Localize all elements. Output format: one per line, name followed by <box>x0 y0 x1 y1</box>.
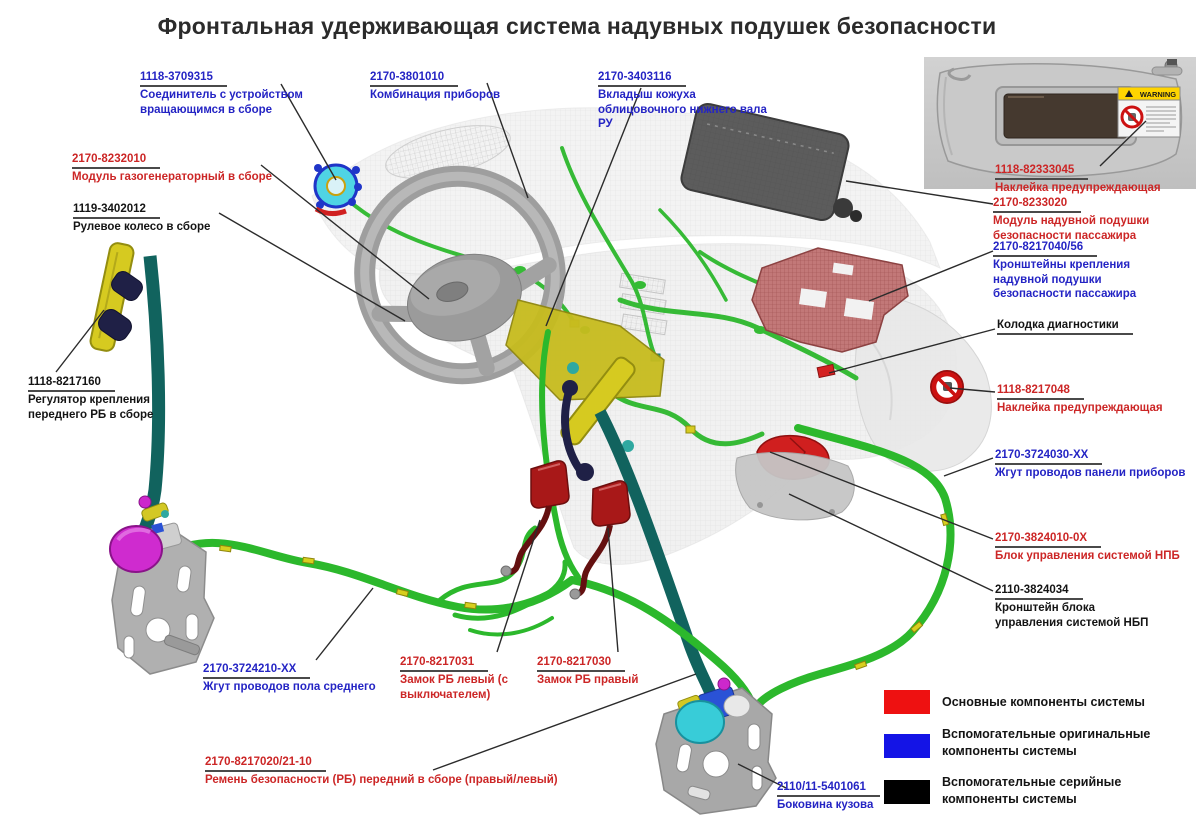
part-description: Кронштейны крепления надувной подушки бе… <box>993 259 1137 301</box>
callout-front-seat-belt: 2170-8217020/21-10 Ремень безопасности (… <box>205 755 558 788</box>
part-description: Модуль надувной подушки безопасности пас… <box>993 215 1150 242</box>
warning-sticker: WARNING <box>1117 86 1181 138</box>
part-number: 2170-3724030-ХХ <box>995 448 1103 466</box>
visor-mount <box>1151 59 1183 76</box>
callout-floor-harness: 2170-3724210-ХХ Жгут проводов пола средн… <box>203 662 376 695</box>
part-number: 2170-3824010-0Х <box>995 531 1102 549</box>
legend-label: Вспомогательные оригинальные компоненты … <box>942 727 1151 758</box>
part-number: 2170-8217040/56 <box>993 240 1098 258</box>
callout-rotary-connector: 1118-3709315 Соединитель с устройством в… <box>140 70 308 117</box>
callout-passenger-airbag-brackets: 2170-8217040/56 Кронштейны крепления над… <box>993 240 1183 302</box>
part-number: 2170-8217031 <box>400 655 489 673</box>
steering-emblem <box>436 281 469 302</box>
part-description: Вкладыш кожуха облицовочного нижнего вал… <box>598 89 767 131</box>
part-number: 2170-8217020/21-10 <box>205 755 326 773</box>
callout-passenger-airbag-module: 2170-8233020 Модуль надувной подушки без… <box>993 196 1168 243</box>
rotary-connector <box>313 163 362 217</box>
part-description: Регулятор крепления переднего РБ в сборе <box>28 394 154 421</box>
belt-retractor-right <box>675 677 751 744</box>
part-number: 1118-8217048 <box>997 383 1084 401</box>
part-number: 1118-3709315 <box>140 70 227 88</box>
page-title: Фронтальная удерживающая система надувны… <box>157 13 997 39</box>
part-number: 2170-8232010 <box>72 152 161 170</box>
leader-lines <box>55 82 1147 789</box>
part-description: Боковина кузова <box>777 799 874 812</box>
diagnostic-connector <box>816 363 836 379</box>
part-number: 2170-3801010 <box>370 70 459 88</box>
part-description: Блок управления системой НПБ <box>995 550 1180 563</box>
legend-swatch-red <box>884 690 930 714</box>
part-number: Колодка диагностики <box>997 318 1133 336</box>
part-description: Жгут проводов панели приборов <box>995 467 1186 480</box>
legend-label: Основные компоненты системы <box>942 695 1145 709</box>
warning-triangle-icon <box>1125 90 1133 97</box>
part-description: Комбинация приборов <box>370 89 501 102</box>
part-number: 2170-8233020 <box>993 196 1082 214</box>
part-number: 2170-3724210-ХХ <box>203 662 311 680</box>
sun-visor-art: WARNING <box>936 59 1183 178</box>
warning-sticker-title: WARNING <box>1140 90 1176 99</box>
callout-visor-warning-sticker: 1118-82333045 Наклейка предупреждающая <box>995 163 1161 196</box>
callout-column-shroud-insert: 2170-3403116 Вкладыш кожуха облицовочног… <box>598 70 780 132</box>
sun-visor-photo: WARNING <box>924 57 1196 189</box>
dash-side-panel <box>854 295 992 472</box>
legend-swatch-blue <box>884 734 930 758</box>
part-description: Кронштейн блока управления системой НБП <box>995 602 1149 629</box>
callout-gas-generator-module: 2170-8232010 Модуль газогенераторный в с… <box>72 152 272 185</box>
belt-height-adjuster-left <box>89 242 143 352</box>
callout-belt-lock-right: 2170-8217030 Замок РБ правый <box>537 655 638 688</box>
part-number: 2110/11-5401061 <box>777 780 880 798</box>
part-number: 2110-3824034 <box>995 583 1083 601</box>
callout-srs-control-unit: 2170-3824010-0Х Блок управления системой… <box>995 531 1180 564</box>
callout-diagnostic-connector: Колодка диагностики <box>997 318 1133 336</box>
part-number: 1118-82333045 <box>995 163 1089 181</box>
callout-srs-ecu-bracket: 2110-3824034 Кронштейн блока управления … <box>995 583 1160 630</box>
steering-wheel <box>354 165 566 385</box>
part-description: Наклейка предупреждающая <box>995 182 1161 195</box>
callout-instrument-cluster: 2170-3801010 Комбинация приборов <box>370 70 500 103</box>
seat-belt-right <box>594 409 716 695</box>
callout-belt-height-adjuster: 1118-8217160 Регулятор крепления передне… <box>28 375 163 422</box>
callout-ip-harness: 2170-3724030-ХХ Жгут проводов панели при… <box>995 448 1185 481</box>
part-description: Наклейка предупреждающая <box>997 402 1163 415</box>
part-description: Рулевое колесо в сборе <box>73 221 211 234</box>
passenger-airbag-module <box>680 102 862 222</box>
belt-retractor-left <box>109 495 182 573</box>
part-number: 2170-8217030 <box>537 655 626 673</box>
part-description: Ремень безопасности (РБ) передний в сбор… <box>205 774 558 787</box>
visor-hook <box>947 67 972 81</box>
visor-mirror <box>995 86 1137 146</box>
dash-warning-sticker <box>930 370 964 404</box>
srs-ecu-bracket <box>735 451 855 521</box>
belt-lock-right <box>569 480 631 600</box>
callout-body-side-panel: 2110/11-5401061 Боковина кузова <box>777 780 880 813</box>
callout-belt-lock-left: 2170-8217031 Замок РБ левый (с выключате… <box>400 655 520 702</box>
part-description: Жгут проводов пола среднего <box>203 681 376 694</box>
passenger-airbag-brackets <box>751 247 909 353</box>
belt-rail-center <box>560 356 636 481</box>
belt-lock-left <box>500 460 570 577</box>
part-description: Замок РБ правый <box>537 674 639 687</box>
legend-swatch-black <box>884 780 930 804</box>
callout-warning-sticker: 1118-8217048 Наклейка предупреждающая <box>997 383 1163 416</box>
legend-label: Вспомогательные серийные компоненты сист… <box>942 775 1122 806</box>
part-number: 1118-8217160 <box>28 375 115 393</box>
no-child-seat-icon <box>1120 105 1144 129</box>
part-number: 1119-3402012 <box>73 202 160 220</box>
part-description: Замок РБ левый (с выключателем) <box>400 674 508 701</box>
part-description: Модуль газогенераторный в сборе <box>72 171 273 184</box>
part-description: Соединитель с устройством вращающимся в … <box>140 89 303 116</box>
callout-steering-wheel: 1119-3402012 Рулевое колесо в сборе <box>73 202 210 235</box>
part-number: 2170-3403116 <box>598 70 686 88</box>
legend: Основные компоненты системы Вспомогатель… <box>884 688 1196 813</box>
